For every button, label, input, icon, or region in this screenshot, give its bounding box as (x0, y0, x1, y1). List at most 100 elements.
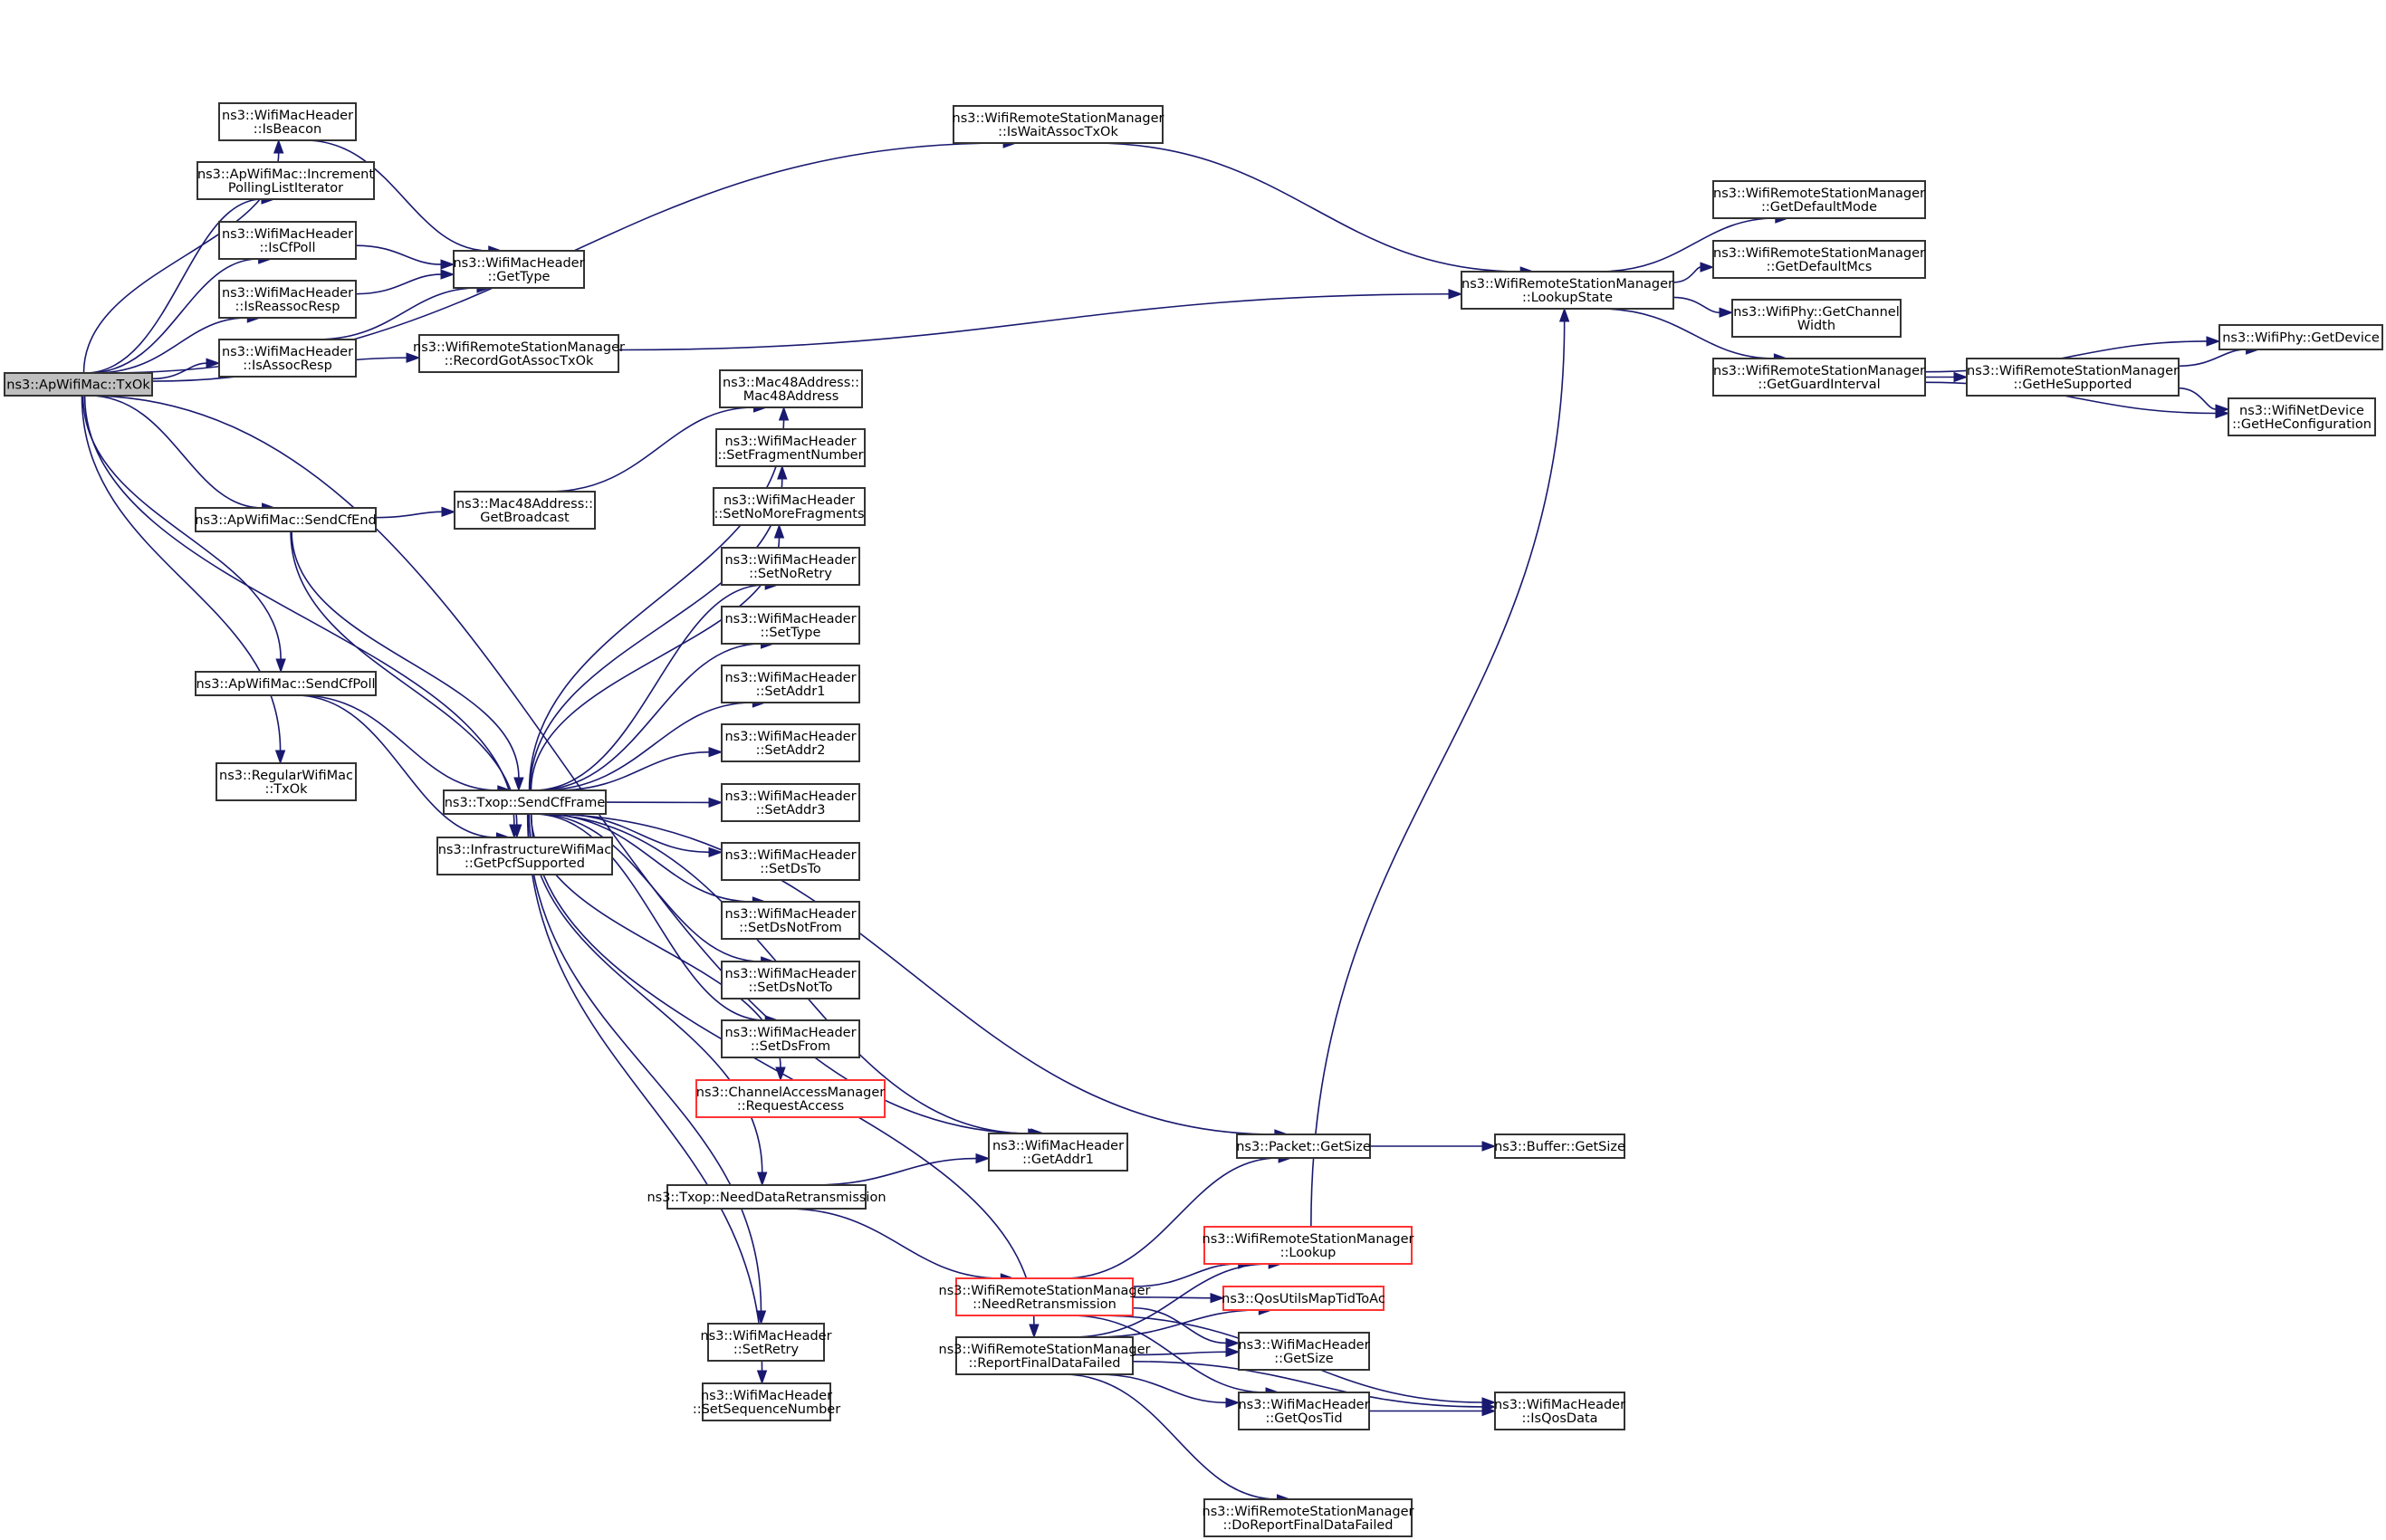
node-inc-poll[interactable]: ns3::ApWifiMac::IncrementPollingListIter… (196, 161, 375, 200)
node-box (1238, 1332, 1370, 1371)
node-label: GetBroadcast (480, 511, 570, 525)
node-label: ::SetType (761, 626, 821, 640)
node-box (702, 1382, 831, 1421)
node-is-cf-poll[interactable]: ns3::WifiMacHeader::IsCfPoll (218, 221, 357, 260)
node-set-seq[interactable]: ns3::WifiMacHeader::SetSequenceNumber (693, 1382, 840, 1421)
node-do-report[interactable]: ns3::WifiRemoteStationManager::DoReportF… (1203, 1498, 1414, 1537)
node-set-no-more[interactable]: ns3::WifiMacHeader::SetNoMoreFragments (713, 487, 866, 526)
node-set-ds-not-from[interactable]: ns3::WifiMacHeader::SetDsNotFrom (721, 901, 860, 940)
node-label: ns3::WifiMacHeader (992, 1139, 1124, 1153)
node-label: ::IsCfPoll (260, 241, 316, 255)
node-label: ::GetAddr1 (1022, 1153, 1094, 1167)
node-box (218, 339, 357, 378)
node-set-type[interactable]: ns3::WifiMacHeader::SetType (721, 606, 860, 645)
node-lookup-state[interactable]: ns3::WifiRemoteStationManager::LookupSta… (1461, 271, 1674, 310)
node-report-final[interactable]: ns3::WifiRemoteStationManager::ReportFin… (939, 1336, 1151, 1375)
node-pkt-size[interactable]: ns3::Packet::GetSize (1236, 1133, 1371, 1159)
node-root[interactable]: ns3::ApWifiMac::TxOk (4, 372, 153, 397)
node-box (955, 1277, 1134, 1316)
node-set-addr2[interactable]: ns3::WifiMacHeader::SetAddr2 (721, 723, 860, 762)
node-get-def-mode[interactable]: ns3::WifiRemoteStationManager::GetDefaul… (1712, 180, 1926, 219)
node-label: ::SetFragmentNumber (717, 448, 863, 463)
edge-line (316, 287, 477, 340)
arrowhead-icon (441, 506, 456, 518)
node-get-type[interactable]: ns3::WifiMacHeader::GetType (453, 250, 585, 289)
node-get-he-conf[interactable]: ns3::WifiNetDevice::GetHeConfiguration (2228, 397, 2376, 436)
node-box (1494, 1133, 1625, 1159)
node-set-ds-not-to[interactable]: ns3::WifiMacHeader::SetDsNotTo (721, 961, 860, 1000)
node-set-ds-to[interactable]: ns3::WifiMacHeader::SetDsTo (721, 842, 860, 881)
node-box (955, 1336, 1134, 1375)
node-set-addr3[interactable]: ns3::WifiMacHeader::SetAddr3 (721, 783, 860, 822)
edge-line (300, 694, 498, 791)
node-is-assoc[interactable]: ns3::WifiMacHeader::IsAssocResp (218, 339, 357, 378)
arrowhead-icon (512, 824, 522, 839)
node-set-addr1[interactable]: ns3::WifiMacHeader::SetAddr1 (721, 665, 860, 703)
node-set-retry[interactable]: ns3::WifiMacHeader::SetRetry (700, 1323, 832, 1362)
node-label: ns3::WifiNetDevice (2239, 404, 2364, 418)
node-get-def-mcs[interactable]: ns3::WifiRemoteStationManager::GetDefaul… (1712, 240, 1926, 279)
node-label: ::GetType (488, 270, 551, 284)
node-buf-size[interactable]: ns3::Buffer::GetSize (1494, 1133, 1625, 1159)
node-box (1966, 358, 2180, 397)
node-lookup[interactable]: ns3::WifiRemoteStationManager::Lookup (1203, 1226, 1414, 1265)
node-set-no-retry[interactable]: ns3::WifiMacHeader::SetNoRetry (721, 547, 860, 586)
node-box (1712, 240, 1926, 279)
node-req-access[interactable]: ns3::ChannelAccessManager::RequestAccess (695, 1079, 886, 1118)
node-set-frag[interactable]: ns3::WifiMacHeader::SetFragmentNumber (715, 428, 866, 467)
edge-isReassoc-to-getType (355, 269, 455, 295)
node-box (196, 161, 375, 200)
node-label: ns3::WifiMacHeader (222, 286, 353, 301)
edge-line (549, 407, 754, 493)
node-box (195, 671, 377, 696)
node-need-retx[interactable]: ns3::WifiRemoteStationManager::NeedRetra… (939, 1277, 1151, 1316)
node-is-wait[interactable]: ns3::WifiRemoteStationManager::IsWaitAss… (953, 105, 1164, 144)
node-get-addr1[interactable]: ns3::WifiMacHeader::GetAddr1 (988, 1133, 1128, 1172)
node-label: ns3::WifiMacHeader (723, 493, 855, 508)
node-get-guard[interactable]: ns3::WifiRemoteStationManager::GetGuardI… (1712, 358, 1926, 397)
node-box (1236, 1133, 1371, 1159)
node-label: ::ReportFinalDataFailed (969, 1356, 1121, 1371)
arrowhead-icon (406, 352, 421, 363)
node-is-reassoc[interactable]: ns3::WifiMacHeader::IsReassocResp (218, 280, 357, 319)
node-label: Mac48Address (743, 389, 839, 404)
node-record-got[interactable]: ns3::WifiRemoteStationManager::RecordGot… (413, 334, 625, 373)
node-hdr-size[interactable]: ns3::WifiMacHeader::GetSize (1238, 1332, 1370, 1371)
edge-isCfPoll-to-getType (355, 244, 455, 270)
node-box (218, 221, 357, 260)
node-is-qos-data[interactable]: ns3::WifiMacHeader::IsQosData (1494, 1392, 1625, 1430)
edge-line (541, 702, 753, 791)
arrowhead-icon (1225, 1397, 1241, 1409)
node-box (721, 547, 860, 586)
node-label: Width (1797, 319, 1835, 333)
node-label: ::SetNoRetry (749, 567, 832, 581)
node-get-bcast[interactable]: ns3::Mac48Address::GetBroadcast (454, 491, 596, 530)
arrowhead-icon (1481, 1141, 1497, 1152)
node-reg-tx-ok[interactable]: ns3::RegularWifiMac::TxOk (216, 762, 357, 801)
node-send-cf-frame[interactable]: ns3::Txop::SendCfFrame (443, 789, 607, 815)
node-get-device[interactable]: ns3::WifiPhy::GetDevice (2218, 324, 2383, 350)
node-qos-map[interactable]: ns3::QosUtilsMapTidToAc (1222, 1286, 1385, 1311)
node-send-cf-end[interactable]: ns3::ApWifiMac::SendCfEnd (195, 507, 377, 532)
edge-root-to-regTxOk (81, 395, 286, 765)
node-box (1203, 1498, 1413, 1537)
node-mac48[interactable]: ns3::Mac48Address::Mac48Address (719, 369, 863, 408)
node-send-cf-poll[interactable]: ns3::ApWifiMac::SendCfPoll (195, 671, 377, 696)
node-is-beacon[interactable]: ns3::WifiMacHeader::IsBeacon (218, 102, 357, 141)
node-label: ns3::InfrastructureWifiMac (438, 843, 612, 857)
edge-root-to-isAssoc (151, 358, 221, 380)
node-label: ns3::WifiMacHeader (1494, 1398, 1625, 1412)
node-need-data-retx[interactable]: ns3::Txop::NeedDataRetransmission (647, 1184, 886, 1210)
node-get-pcf[interactable]: ns3::InfrastructureWifiMac::GetPcfSuppor… (436, 837, 613, 875)
edge-line (355, 273, 442, 295)
edge-line (2178, 349, 2247, 368)
edge-line (2178, 387, 2217, 410)
edge-line (1599, 308, 1775, 359)
node-get-he-sup[interactable]: ns3::WifiRemoteStationManager::GetHeSupp… (1966, 358, 2180, 397)
node-set-ds-from[interactable]: ns3::WifiMacHeader::SetDsFrom (721, 1019, 860, 1058)
node-label: ns3::Mac48Address:: (456, 497, 593, 512)
node-label: ns3::WifiPhy::GetChannel (1733, 305, 1900, 320)
node-get-qos-tid[interactable]: ns3::WifiMacHeader::GetQosTid (1238, 1392, 1370, 1430)
node-box (721, 1019, 860, 1058)
